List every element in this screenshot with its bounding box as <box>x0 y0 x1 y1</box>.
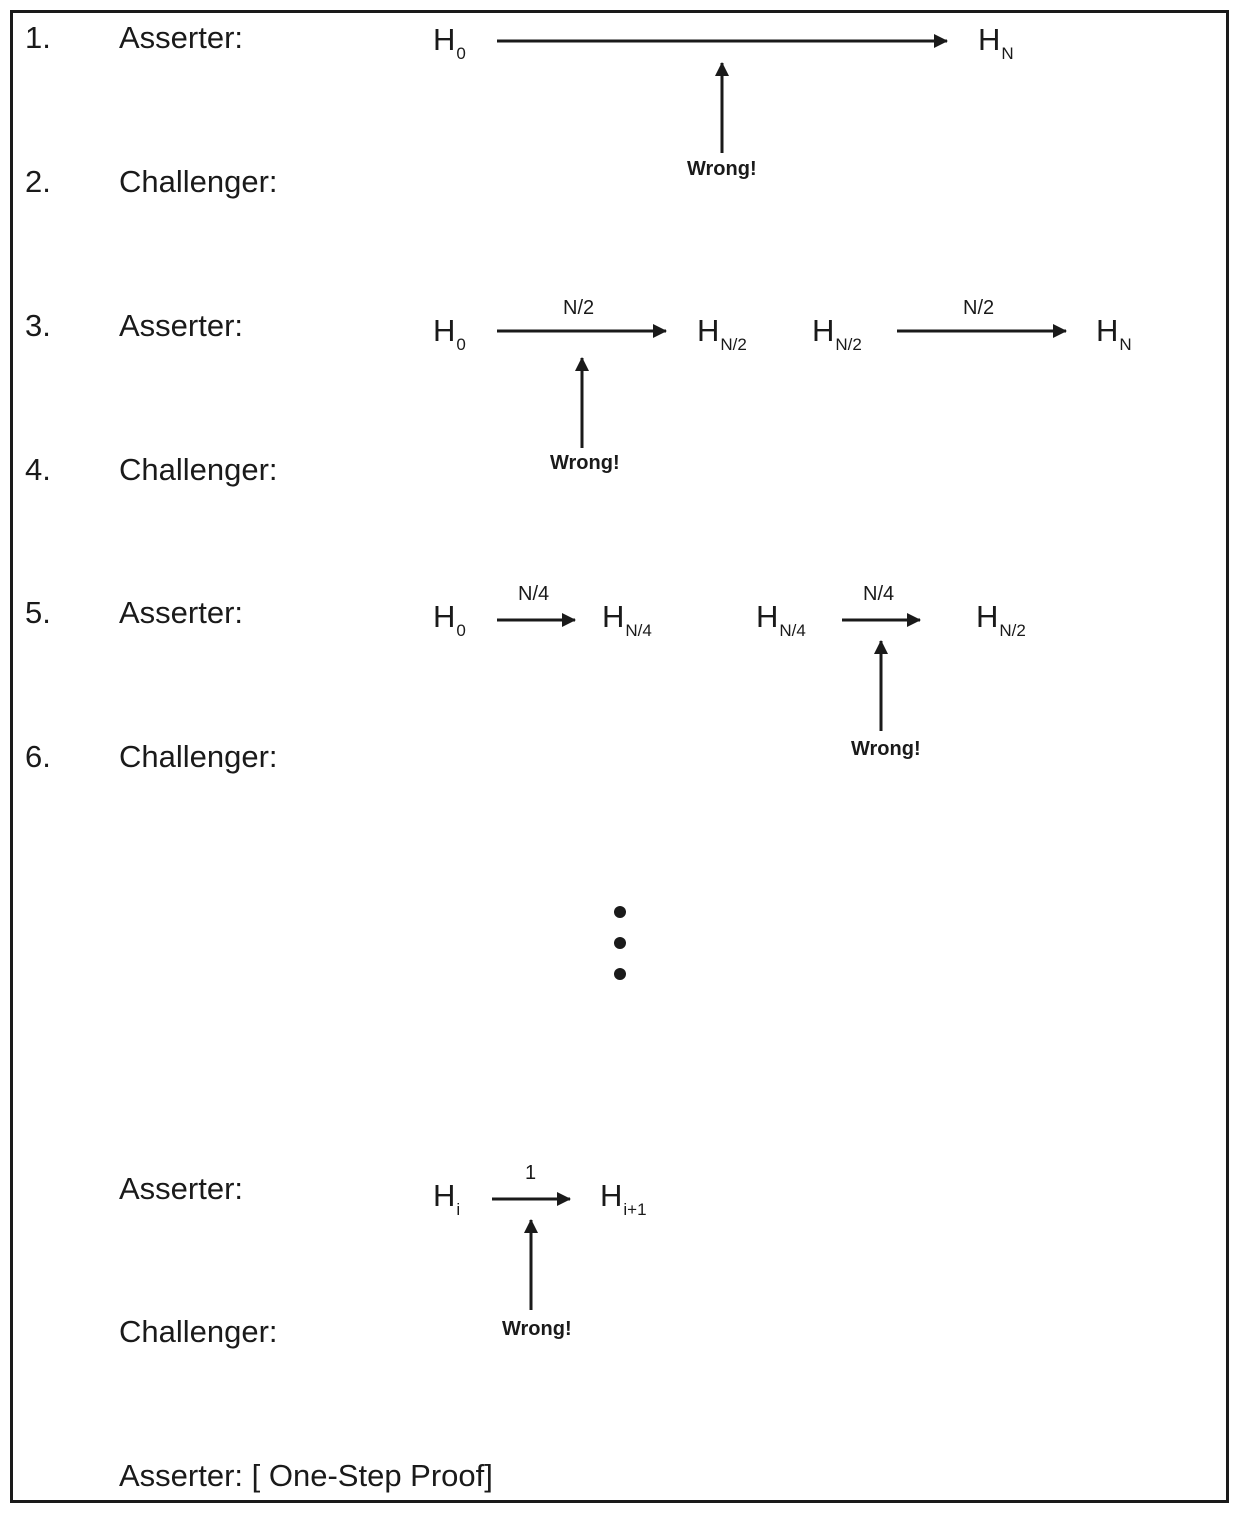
one-step-proof-label: Asserter: [ One-Step Proof] <box>119 1458 493 1493</box>
arrow-label-n4-right: N/4 <box>863 583 895 605</box>
state-h0-row3: H0 <box>433 313 466 354</box>
step-number-2: 2. <box>25 164 51 199</box>
diagram-frame <box>10 10 1229 1503</box>
ellipsis-dot-3 <box>614 968 626 980</box>
step-number-5: 5. <box>25 595 51 630</box>
state-h0-row1: H0 <box>433 22 466 63</box>
ellipsis-dot-2 <box>614 937 626 949</box>
state-hN-row1: HN <box>978 22 1014 63</box>
state-hi1: Hi+1 <box>600 1178 647 1219</box>
role-label-6: Challenger: <box>119 739 278 774</box>
role-label-final-challenger: Challenger: <box>119 1314 278 1349</box>
state-hN4-row5-right: HN/4 <box>756 599 806 640</box>
step-number-6: 6. <box>25 739 51 774</box>
role-label-3: Asserter: <box>119 308 244 343</box>
state-hN2-row5: HN/2 <box>976 599 1026 640</box>
state-hN2-row3-left: HN/2 <box>697 313 747 354</box>
arrow-label-n2-left: N/2 <box>563 297 595 319</box>
state-hN4-row5-left: HN/4 <box>602 599 652 640</box>
role-label-4: Challenger: <box>119 452 278 487</box>
wrong-label-row6: Wrong! <box>851 738 921 760</box>
arrow-label-n4-left: N/4 <box>518 583 550 605</box>
role-label-5: Asserter: <box>119 595 244 630</box>
state-h0-row5: H0 <box>433 599 466 640</box>
state-hi: Hi <box>433 1178 461 1219</box>
step-number-1: 1. <box>25 20 51 55</box>
wrong-label-final: Wrong! <box>502 1318 572 1340</box>
wrong-label-row2: Wrong! <box>687 158 757 180</box>
state-hN-row3: HN <box>1096 313 1132 354</box>
role-label-1: Asserter: <box>119 20 244 55</box>
role-label-2: Challenger: <box>119 164 278 199</box>
arrow-label-n2-right: N/2 <box>963 297 995 319</box>
role-label-final-asserter: Asserter: <box>119 1171 244 1206</box>
wrong-label-row4: Wrong! <box>550 452 620 474</box>
state-hN2-row3-right: HN/2 <box>812 313 862 354</box>
step-number-3: 3. <box>25 308 51 343</box>
ellipsis-dot-1 <box>614 906 626 918</box>
arrow-label-one: 1 <box>525 1162 537 1184</box>
step-number-4: 4. <box>25 452 51 487</box>
